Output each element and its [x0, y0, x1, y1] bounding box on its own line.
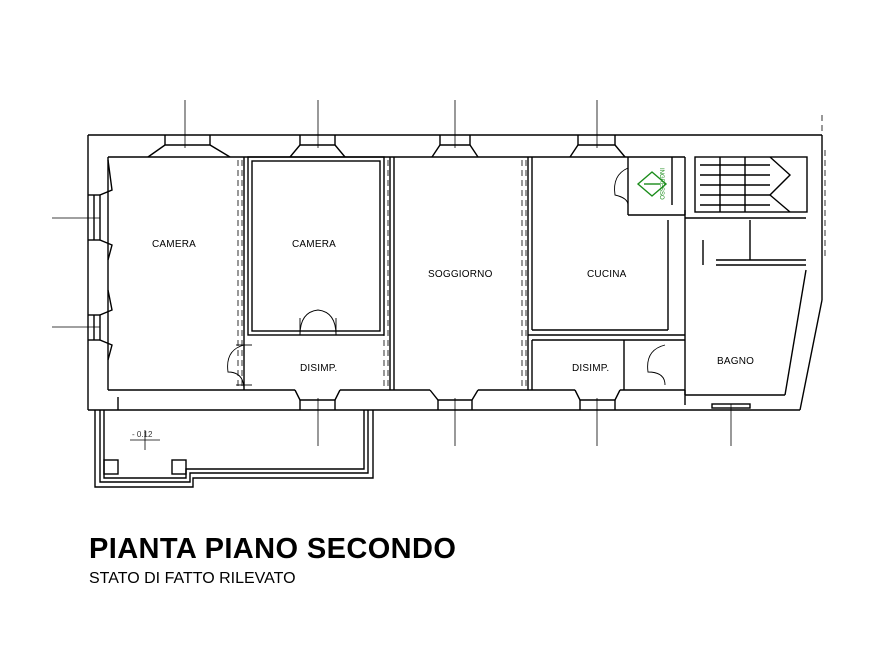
bottom-windows	[294, 389, 751, 410]
floor-plan: CAMERA CAMERA SOGGIORNO CUCINA DISIMP. D…	[52, 100, 826, 488]
beam-lines	[237, 115, 826, 388]
section-lines	[52, 100, 732, 446]
page-subtitle: STATO DI FATTO RILEVATO	[89, 570, 296, 587]
interior-walls	[243, 156, 806, 395]
elevation-marker	[130, 430, 160, 450]
room-label-soggiorno: SOGGIORNO	[428, 269, 493, 280]
room-label-camera-2: CAMERA	[292, 239, 336, 250]
page-title: PIANTA PIANO SECONDO	[89, 533, 457, 565]
entrance-arrow-icon	[636, 171, 668, 197]
staircase	[694, 156, 808, 213]
room-label-camera-1: CAMERA	[152, 239, 196, 250]
balcony	[94, 397, 374, 488]
room-label-disimp-2: DISIMP.	[572, 363, 609, 374]
outer-walls	[87, 134, 823, 411]
room-label-bagno: BAGNO	[717, 356, 754, 367]
elevation-label: - 0.12	[132, 430, 153, 439]
entrance-label: INGRESSO	[658, 168, 664, 200]
left-windows	[88, 159, 113, 361]
room-label-cucina: CUCINA	[587, 269, 627, 280]
doors	[227, 167, 666, 391]
room-label-disimp-1: DISIMP.	[300, 363, 337, 374]
top-windows	[147, 135, 626, 158]
